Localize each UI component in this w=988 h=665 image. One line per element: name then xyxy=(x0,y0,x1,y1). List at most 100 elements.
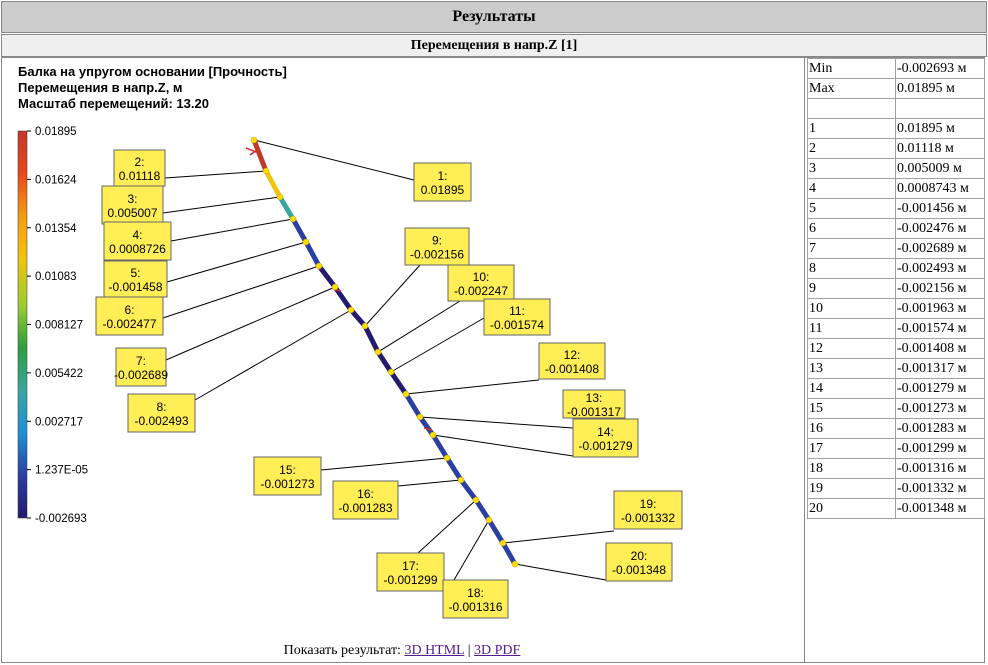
callout-value: -0.002493 xyxy=(134,414,188,428)
callout-box xyxy=(613,490,683,530)
callout-value: -0.001283 xyxy=(338,501,392,515)
leader-line xyxy=(253,139,415,181)
callout-box xyxy=(115,347,167,387)
support-marker xyxy=(245,147,258,156)
beam-segment xyxy=(486,517,506,546)
beam-segment xyxy=(362,323,381,355)
leader-line xyxy=(405,379,540,395)
table-cell-node: 6 xyxy=(807,218,896,239)
callout-node-label: 20: xyxy=(631,549,648,563)
leader-line xyxy=(432,434,574,457)
callout-box xyxy=(127,393,196,433)
callout-value: -0.001273 xyxy=(260,477,314,491)
colorbar-tick-label: -0.002693 xyxy=(35,513,87,525)
table-row: 12-0.001408 м xyxy=(807,338,985,359)
callout-node-label: 11: xyxy=(509,304,525,318)
results-header: Результаты xyxy=(1,1,987,33)
table-cell-node: 3 xyxy=(807,158,896,179)
beam-node xyxy=(302,238,310,246)
table-cell-value: -0.001317 м xyxy=(895,358,985,379)
beam-node xyxy=(262,167,270,175)
callout-value: -0.002477 xyxy=(102,317,156,331)
table-cell-value xyxy=(895,98,985,119)
callout-box xyxy=(376,552,445,592)
table-row: 7-0.002689 м xyxy=(807,238,985,259)
leader-line xyxy=(166,241,307,283)
callout-node-label: 9: xyxy=(432,234,442,248)
table-cell-value: -0.001283 м xyxy=(895,418,985,439)
table-cell-node: 5 xyxy=(807,198,896,219)
content-frame xyxy=(1,57,985,663)
table-cell-value: 0.01118 м xyxy=(895,138,985,159)
callout-value: -0.001574 xyxy=(490,318,544,332)
table-cell-value: -0.001348 м xyxy=(895,498,985,519)
table-cell-node: 10 xyxy=(807,298,896,319)
node-callout: 18:-0.001316 xyxy=(442,579,509,619)
table-cell-node: 7 xyxy=(807,238,896,259)
support-marker xyxy=(423,427,433,431)
table-cell-value: -0.002156 м xyxy=(895,278,985,299)
beam-segment xyxy=(251,137,269,174)
link-3d-html[interactable]: 3D HTML xyxy=(404,643,465,658)
beam-node xyxy=(402,390,410,398)
model-info: Балка на упругом основании [Прочность] П… xyxy=(18,64,287,112)
footer-prefix: Показать результат: xyxy=(283,643,401,658)
beam-node xyxy=(443,454,451,462)
table-cell-value: -0.001456 м xyxy=(895,198,985,219)
table-cell-value: -0.002493 м xyxy=(895,258,985,279)
beam-segment xyxy=(458,477,479,503)
beam-segment xyxy=(263,168,283,200)
leader-line xyxy=(417,499,477,554)
callout-box xyxy=(101,185,164,225)
callout-node-label: 14: xyxy=(597,425,614,439)
leader-line xyxy=(164,170,267,179)
table-cell-value: -0.002693 м xyxy=(895,58,985,79)
callout-node-label: 3: xyxy=(127,192,137,206)
beam-segment xyxy=(473,497,492,523)
table-cell-value: -0.001279 м xyxy=(895,378,985,399)
callout-value: -0.001279 xyxy=(578,439,632,453)
table-cell-node: 20 xyxy=(807,498,896,519)
callout-node-label: 4: xyxy=(132,228,142,242)
table-cell-value: 0.0008743 м xyxy=(895,178,985,199)
node-callout: 3:0.005007 xyxy=(101,185,164,225)
table-row: 14-0.001279 м xyxy=(807,378,985,399)
table-row xyxy=(807,98,985,119)
link-3d-pdf[interactable]: 3D PDF xyxy=(474,643,521,658)
beam-node xyxy=(429,431,437,439)
node-callout: 6:-0.002477 xyxy=(95,296,164,336)
leader-line xyxy=(162,196,281,214)
table-cell-value: 0.01895 м xyxy=(895,78,985,99)
beam-node xyxy=(276,193,284,201)
callout-value: -0.001408 xyxy=(545,362,599,376)
table-cell-node: 19 xyxy=(807,478,896,499)
beam-node xyxy=(499,539,507,547)
table-cell-node: Min xyxy=(807,58,896,79)
beam-node xyxy=(511,560,519,568)
node-callout: 10:-0.002247 xyxy=(447,264,515,302)
table-cell-value: -0.001299 м xyxy=(895,438,985,459)
node-callout: 7:-0.002689 xyxy=(114,347,168,387)
table-row: 19-0.001332 м xyxy=(807,478,985,499)
node-callout: 1:0.01895 xyxy=(413,162,472,202)
table-cell-node: 15 xyxy=(807,398,896,419)
beam-segment xyxy=(303,239,322,269)
callout-box xyxy=(113,149,166,187)
node-callout: 2:0.01118 xyxy=(113,149,166,187)
node-callout: 4:0.0008726 xyxy=(103,221,172,261)
beam-node xyxy=(289,215,297,223)
node-callout: 8:-0.002493 xyxy=(127,393,196,433)
table-row: 16-0.001283 м xyxy=(807,418,985,439)
callout-node-label: 15: xyxy=(279,463,296,477)
table-row: 6-0.002476 м xyxy=(807,218,985,239)
callout-node-label: 13: xyxy=(586,391,603,405)
callout-node-label: 7: xyxy=(136,354,146,368)
callout-node-label: 8: xyxy=(156,400,166,414)
colorbar-tick-label: 0.01624 xyxy=(35,174,77,186)
table-row: 10-0.001963 м xyxy=(807,298,985,319)
beam-node xyxy=(457,476,465,484)
table-cell-value: -0.001316 м xyxy=(895,458,985,479)
